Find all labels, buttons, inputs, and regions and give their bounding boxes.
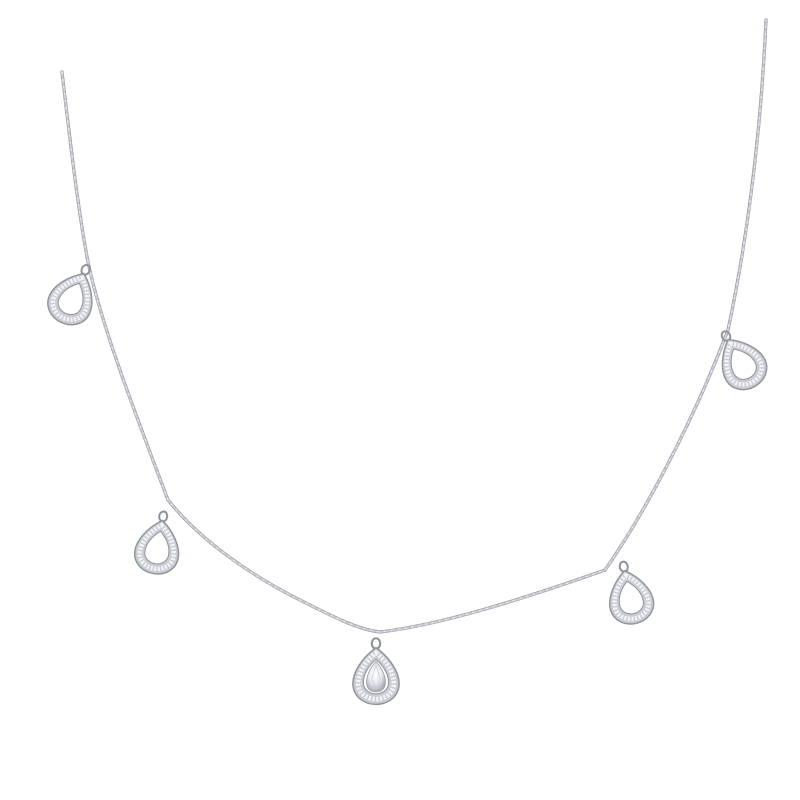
pave-stones <box>355 650 397 702</box>
charms <box>47 263 768 706</box>
charm-right-top <box>720 330 768 391</box>
center-stone <box>366 660 386 693</box>
pave-stones <box>612 572 651 622</box>
chain <box>60 18 768 634</box>
pave-stones <box>724 341 764 387</box>
charm-cutout <box>618 580 644 615</box>
charm-cutout <box>144 530 170 565</box>
stone-facet <box>371 663 381 690</box>
chain-links <box>60 18 768 634</box>
pave-stones <box>50 275 90 322</box>
charm-cutout <box>57 282 84 316</box>
charm-cutout <box>730 348 757 380</box>
charm-center <box>352 637 400 706</box>
charm-right-low <box>608 560 655 625</box>
charm-left-low <box>133 510 180 575</box>
charm-left-top <box>47 263 93 326</box>
pave-stones <box>137 522 176 572</box>
